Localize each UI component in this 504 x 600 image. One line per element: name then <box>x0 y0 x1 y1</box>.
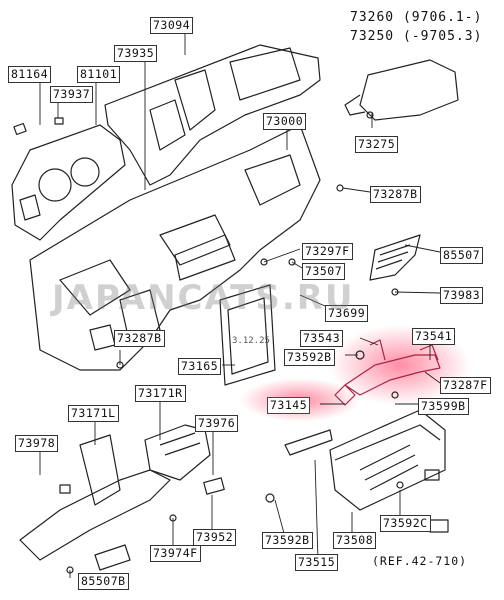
part-label-73287f[interactable]: 73287F <box>440 377 491 394</box>
part-label-81164[interactable]: 81164 <box>8 66 52 83</box>
part-label-73507[interactable]: 73507 <box>302 263 346 280</box>
part-label-73699[interactable]: 73699 <box>325 305 369 322</box>
supersession-code-2[interactable]: 73250 <box>350 29 395 44</box>
part-label-73165[interactable]: 73165 <box>178 358 222 375</box>
part-label-73541[interactable]: 73541 <box>412 328 456 345</box>
part-label-73599b[interactable]: 73599B <box>418 398 469 415</box>
watermark: JAPANCATS.RU <box>52 278 355 318</box>
part-label-73978[interactable]: 73978 <box>15 435 59 452</box>
date-stamp: 3.12.25 <box>232 336 270 346</box>
speaker-grille-85507 <box>369 234 421 281</box>
part-label-73094[interactable]: 73094 <box>150 17 194 34</box>
part-label-73297f[interactable]: 73297F <box>302 243 353 260</box>
meter-hood-81101 <box>11 124 126 241</box>
supersession-code-1[interactable]: 73260 <box>350 10 395 25</box>
part-label-73287b-left[interactable]: 73287B <box>114 330 165 347</box>
supersession-range-1: (9706.1-) <box>402 10 483 25</box>
upper-pad-73094 <box>104 44 321 186</box>
lower-panel-73171r <box>144 424 211 481</box>
part-label-73592c[interactable]: 73592C <box>380 515 431 532</box>
airbag-module <box>359 59 459 121</box>
vent-85507b <box>94 544 131 571</box>
part-label-73952[interactable]: 73952 <box>193 529 237 546</box>
part-label-85507[interactable]: 85507 <box>440 247 484 264</box>
part-label-73935[interactable]: 73935 <box>114 45 158 62</box>
part-label-73000[interactable]: 73000 <box>263 113 307 130</box>
highlight-glow-duct <box>330 325 470 405</box>
supersession-line-2: 73250 (-9705.3) <box>350 29 482 44</box>
part-label-73976[interactable]: 73976 <box>195 415 239 432</box>
main-panel-73000 <box>29 124 321 371</box>
part-label-73145[interactable]: 73145 <box>267 397 311 414</box>
part-label-85507b[interactable]: 85507B <box>78 573 129 590</box>
part-label-73974f[interactable]: 73974F <box>150 545 201 562</box>
part-label-73171r[interactable]: 73171R <box>135 385 186 402</box>
lower-panel-73171l <box>19 469 171 561</box>
supersession-range-2: (-9705.3) <box>402 29 483 44</box>
part-label-73937[interactable]: 73937 <box>50 86 94 103</box>
glove-box-73508 <box>329 409 446 511</box>
supersession-line-1: 73260 (9706.1-) <box>350 10 482 25</box>
part-label-73543[interactable]: 73543 <box>300 330 344 347</box>
part-label-73592b-top[interactable]: 73592B <box>284 349 335 366</box>
part-label-81101[interactable]: 81101 <box>77 66 121 83</box>
duct-73541 <box>344 354 441 396</box>
hinge-73515 <box>284 429 333 456</box>
part-label-73171l[interactable]: 73171L <box>68 405 119 422</box>
part-label-73515[interactable]: 73515 <box>295 554 339 571</box>
reference-link[interactable]: (REF.42-710) <box>372 554 468 568</box>
part-label-73508[interactable]: 73508 <box>333 532 377 549</box>
part-label-73275[interactable]: 73275 <box>355 136 399 153</box>
center-bezel-73165 <box>219 284 276 386</box>
part-label-73592b-bottom[interactable]: 73592B <box>262 532 313 549</box>
part-label-73983[interactable]: 73983 <box>440 287 484 304</box>
part-label-73287b-right[interactable]: 73287B <box>370 186 421 203</box>
